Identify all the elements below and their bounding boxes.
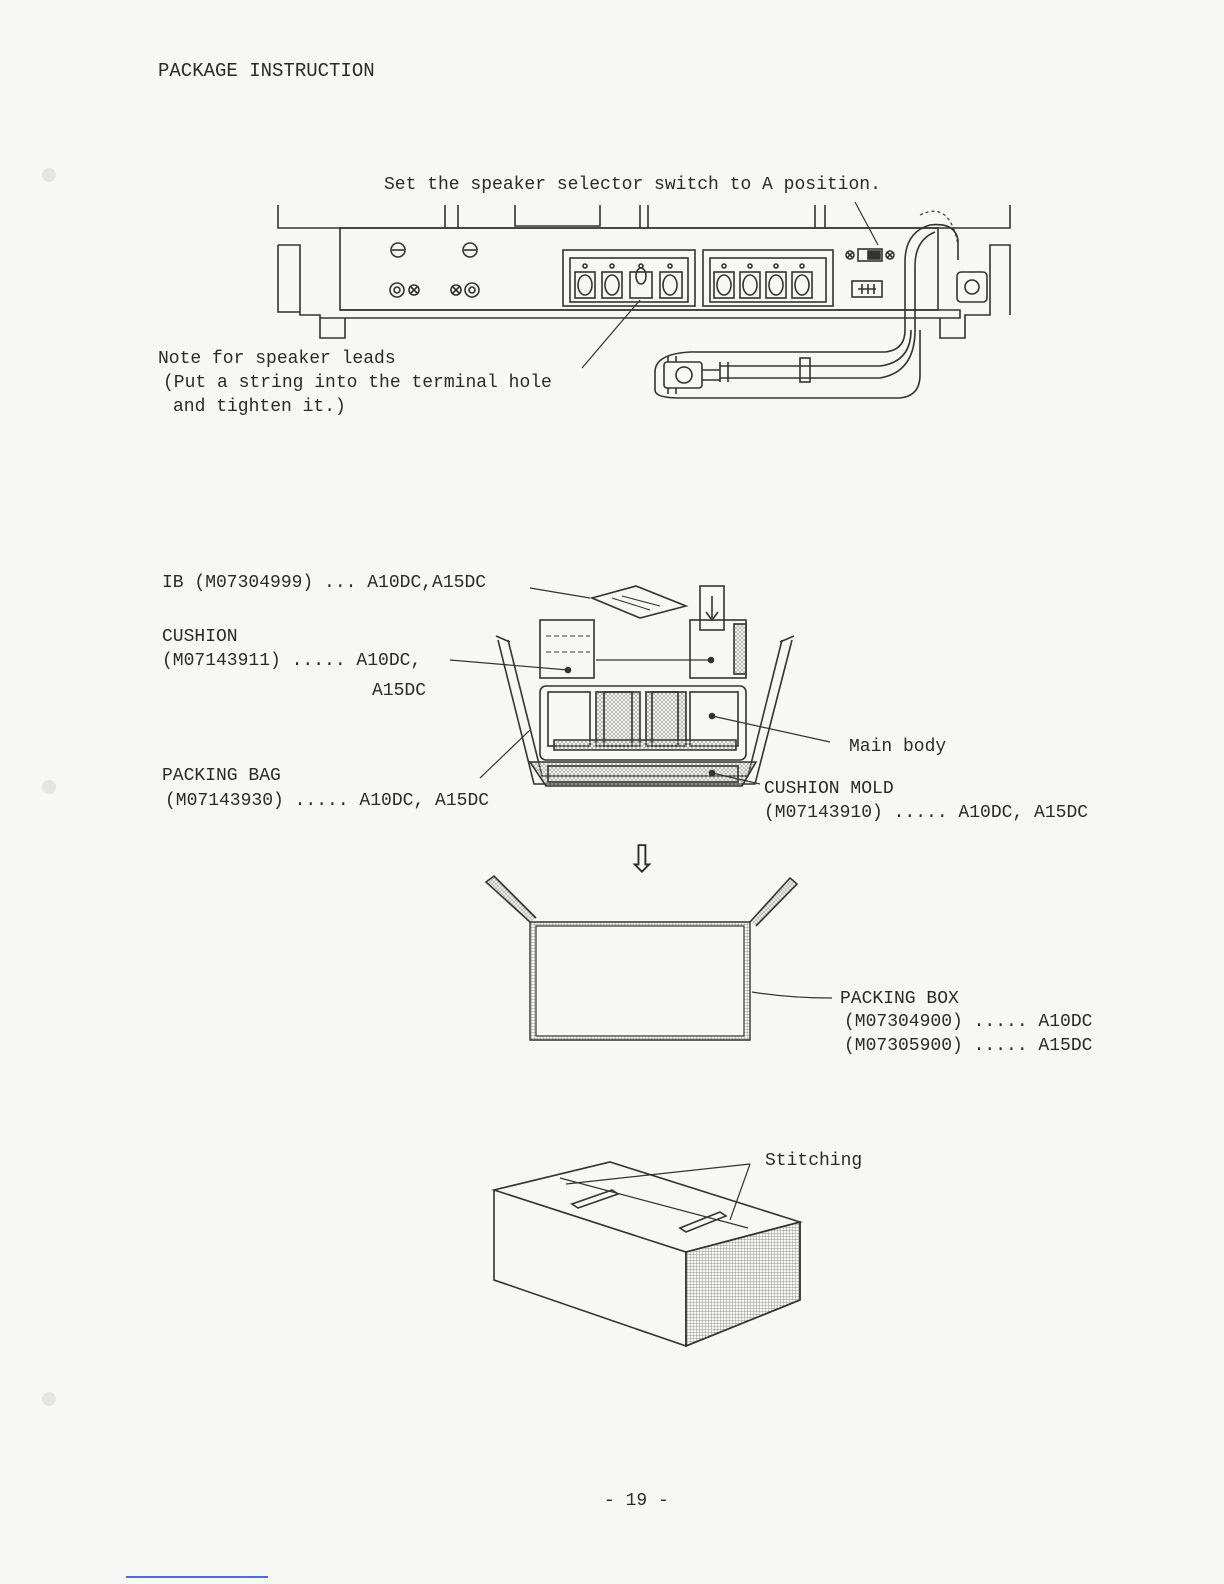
binder-hole-top: [42, 168, 56, 182]
speaker-leads-note-line3: and tighten it.): [173, 397, 346, 417]
stitching-label: Stitching: [765, 1151, 863, 1171]
binder-hole-bottom: [42, 1392, 56, 1406]
selector-switch-note: Set the speaker selector switch to A pos…: [384, 175, 881, 195]
ib-label: IB (M07304999) ... A10DC,A15DC: [162, 573, 487, 593]
rear-panel-drawing: [277, 205, 1011, 399]
page-title: PACKAGE INSTRUCTION: [158, 60, 375, 82]
cushion-mold-part-number: (M07143910) ..... A10DC, A15DC: [764, 803, 1089, 823]
packing-bag-label: PACKING BAG: [162, 766, 281, 786]
speaker-leads-note-line1: Note for speaker leads: [158, 349, 396, 369]
packing-bag-part-number: (M07143930) ..... A10DC, A15DC: [165, 791, 490, 811]
sealed-box-drawing: [491, 1161, 803, 1348]
page-number: - 19 -: [604, 1491, 669, 1511]
packing-box-part-2: (M07305900) ..... A15DC: [844, 1036, 1093, 1056]
cushion-model-2: A15DC: [372, 681, 427, 701]
speaker-leads-note-line2: (Put a string into the terminal hole: [163, 373, 552, 393]
scan-edge-line: [126, 1576, 268, 1578]
packing-box-drawing: [484, 874, 833, 1041]
packing-box-part-1: (M07304900) ..... A10DC: [844, 1012, 1093, 1032]
binder-hole-middle: [42, 780, 56, 794]
main-body-label: Main body: [849, 737, 947, 757]
cushion-mold-label: CUSHION MOLD: [764, 779, 894, 799]
packing-assembly-drawing: [449, 585, 831, 787]
packing-box-label: PACKING BOX: [840, 989, 959, 1009]
down-arrow-icon: ⇩: [626, 837, 658, 881]
cushion-part-number: (M07143911) ..... A10DC,: [162, 651, 422, 671]
cushion-label: CUSHION: [162, 627, 238, 647]
